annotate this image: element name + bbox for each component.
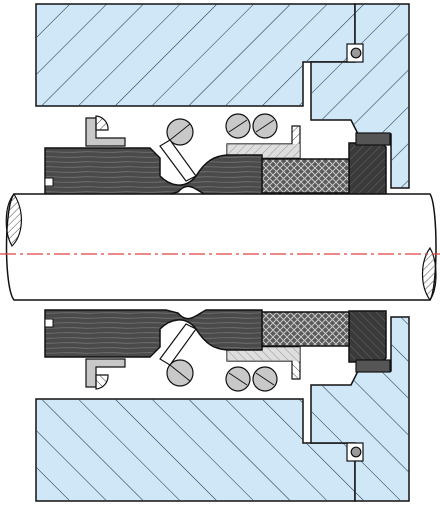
stationary-seat-boot-top [355,132,391,146]
drive-ring-top-lip [95,115,109,131]
seal-top-half [35,3,410,196]
stationary-seat-top [348,142,387,195]
gland-plate-top-hatch [311,4,409,188]
bellows-notch-top [44,177,54,187]
drive-ring-bottom-lip [95,374,109,390]
gland-plate-bottom-hatch [311,317,409,501]
rubber-bellows-bottom [44,309,263,358]
seal-bottom-half [35,309,410,502]
shaft-break-left [5,192,22,247]
spring-coil-hatch [255,372,275,386]
spring-wire-bottom [159,323,197,366]
spring-coils-top [159,113,278,182]
o-ring-top [350,47,362,59]
spring-coil-hatch [228,119,248,133]
carbon-face-top [258,158,350,194]
stationary-seat-boot-bottom [355,359,391,373]
shaft [0,192,440,302]
spring-coils-bottom [159,323,278,392]
bellows-notch-bottom [44,318,54,328]
spring-wire-top [159,139,197,182]
shaft-break-right [421,246,437,302]
spring-coil-hatch [169,364,191,382]
shaft-body [5,193,437,301]
spring-coil-hatch [169,123,191,141]
housing-top-hatch [36,4,355,106]
spring-coil-hatch [255,119,275,133]
carbon-face-bottom [258,311,350,347]
housing-bottom-hatch [36,399,355,501]
stationary-seat-bottom [348,310,387,363]
o-ring-bottom [350,446,362,458]
rubber-bellows-top [44,147,263,196]
spring-coil-hatch [228,372,248,386]
